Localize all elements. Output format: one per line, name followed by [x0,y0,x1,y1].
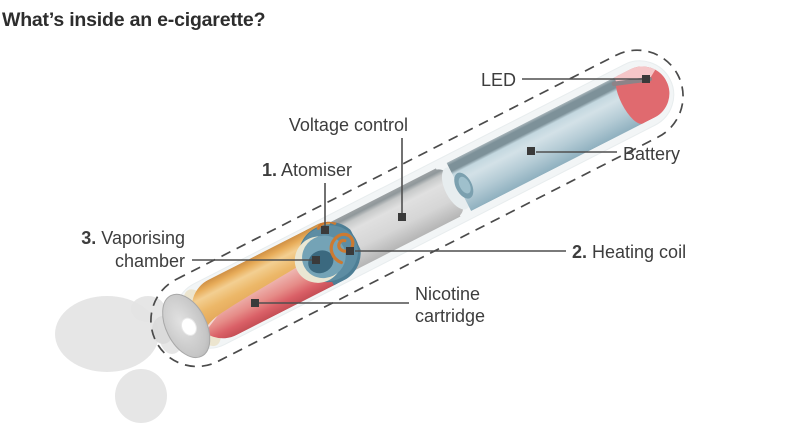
atomiser-shell [182,217,331,334]
vaporising-chamber-label-line2: chamber [115,251,185,271]
heating-coil-label: 2. Heating coil [572,242,686,262]
vaporising-chamber-marker [312,256,320,264]
nicotine-cartridge-marker [251,299,259,307]
atomiser-marker [321,226,329,234]
led-marker [642,75,650,83]
e-cigarette-device [150,49,684,368]
page-title: What’s inside an e-cigarette? [2,9,265,31]
heating-coil-label-text: Heating coil [587,242,686,262]
heating-coil-label-number: 2. [572,242,587,262]
led-label: LED [481,70,516,90]
nicotine-cartridge-label-line2: cartridge [415,306,485,326]
nicotine-cartridge-label-line1: Nicotine [415,284,480,304]
battery-marker [527,147,535,155]
connector-ring [441,167,471,210]
vaporising-chamber-label-text: Vaporising [96,228,185,248]
atomiser-label: 1. Atomiser [262,160,352,180]
vapor-cloud [55,296,185,423]
vaporising-chamber-label-line1: 3. Vaporising [81,228,185,248]
vapor-puff [131,296,165,322]
atomiser-label-text: Atomiser [277,160,352,180]
dashed-outline [150,49,684,368]
device-core-left [182,212,370,349]
heating-coil-icon [329,232,355,265]
leader-lines [192,75,650,307]
battery-label: Battery [623,144,680,164]
labels: LED Battery Voltage control 1. Atomiser … [81,70,686,326]
voltage-control-label: Voltage control [289,115,408,135]
atomiser-label-number: 1. [262,160,277,180]
voltage-control-marker [398,213,406,221]
heating-coil-marker [346,247,354,255]
battery-section [446,75,644,212]
vapor-puff [115,369,167,423]
vaporising-chamber-label-number: 3. [81,228,96,248]
battery-socket-inner [458,176,471,194]
mouthpiece-hole [180,317,197,336]
